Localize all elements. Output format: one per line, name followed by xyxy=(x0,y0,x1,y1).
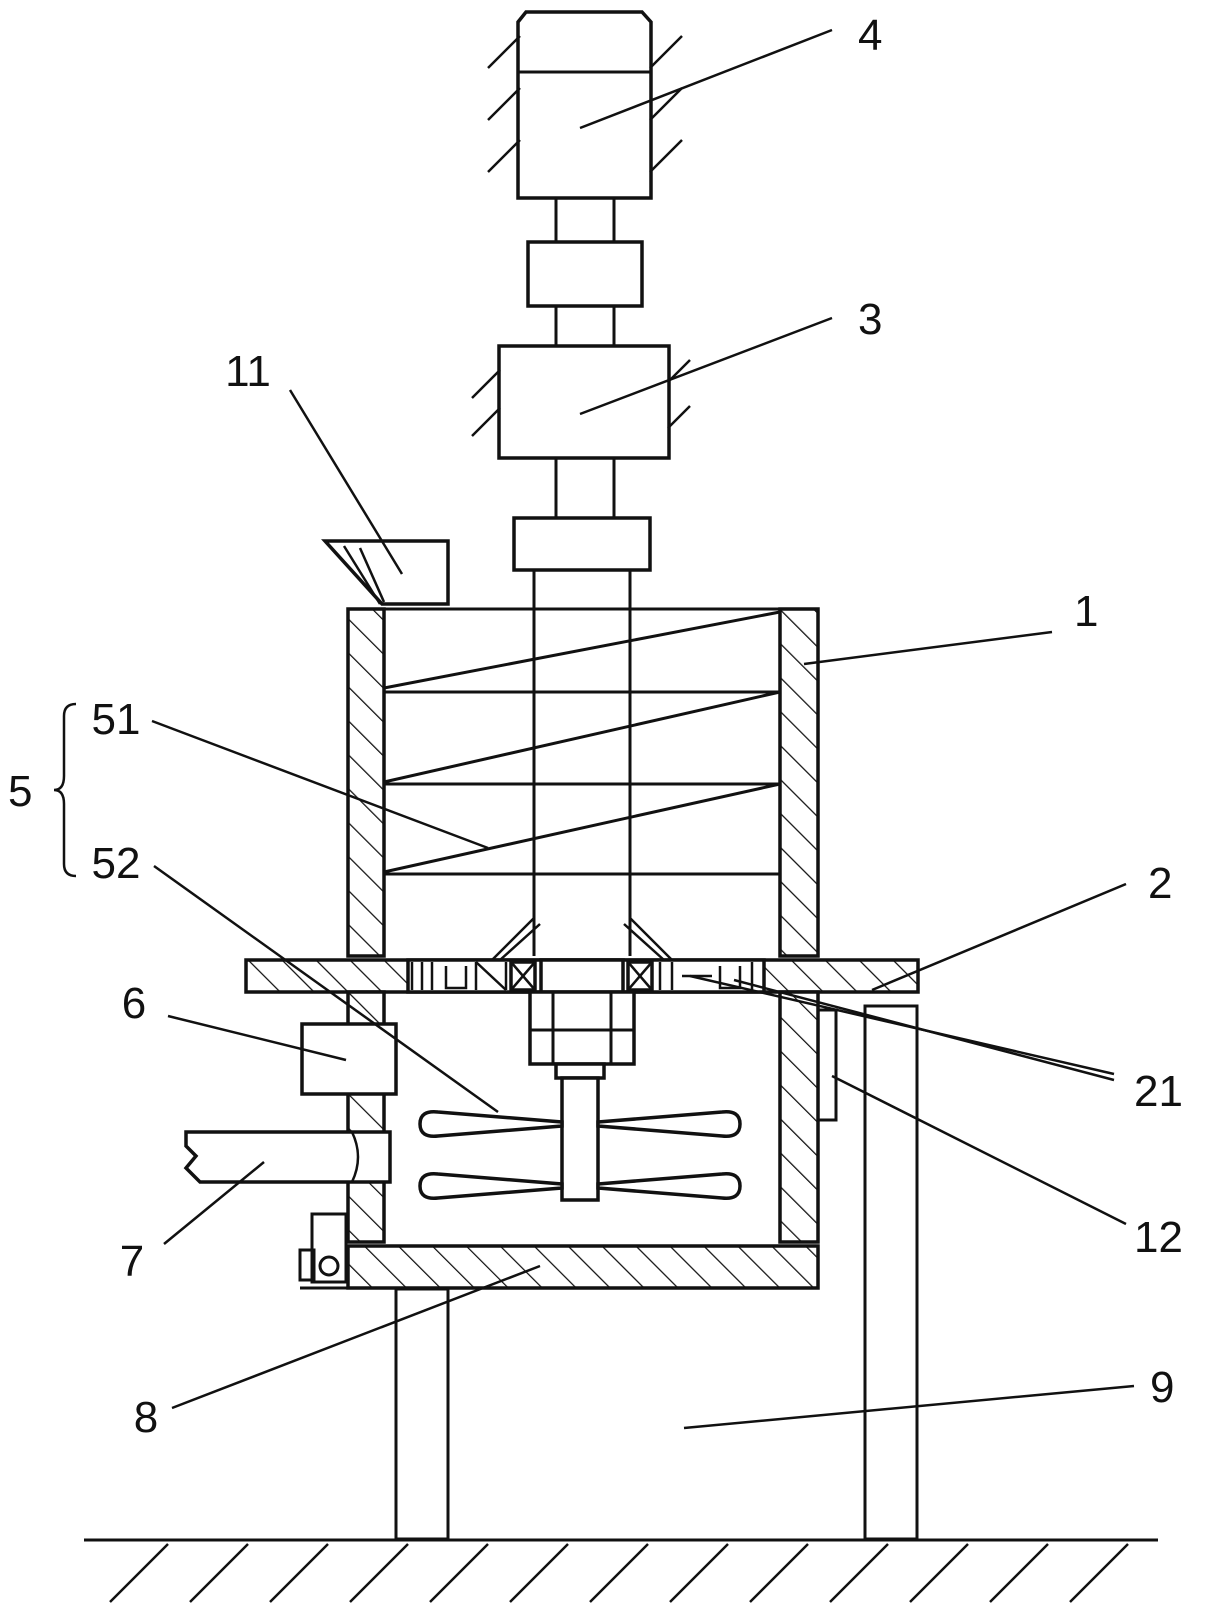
bottom-latch xyxy=(298,1212,348,1284)
stirring-shaft xyxy=(491,570,673,961)
motor xyxy=(487,10,683,200)
label-part-12: 12 xyxy=(1134,1213,1183,1262)
motor-mount-hatch xyxy=(487,35,683,173)
screw-blades xyxy=(383,610,781,876)
base-plate xyxy=(300,1244,820,1290)
label-motor: 4 xyxy=(858,11,882,60)
shaft-middle xyxy=(512,458,652,572)
ground xyxy=(84,1538,1158,1603)
label-screw-blade: 51 xyxy=(92,695,141,744)
label-stirring-group: 5 xyxy=(8,767,32,816)
pipe xyxy=(183,1130,392,1184)
shaft-upper xyxy=(526,198,644,346)
label-pipe: 7 xyxy=(120,1237,144,1286)
label-reducer: 3 xyxy=(858,295,882,344)
leader-lines xyxy=(151,28,1135,1430)
partition-plate xyxy=(244,958,920,994)
part-12 xyxy=(816,1008,838,1122)
paddles xyxy=(418,1110,742,1200)
label-parts-21: 21 xyxy=(1134,1067,1183,1116)
callout-labels: 4 3 11 1 5 51 52 2 6 21 7 12 8 9 xyxy=(8,11,1183,1442)
lower-shaft xyxy=(528,990,636,1202)
label-paddle: 52 xyxy=(92,839,141,888)
unit-6 xyxy=(300,1022,398,1096)
feed-hopper xyxy=(321,539,450,606)
label-stand: 9 xyxy=(1150,1363,1174,1412)
label-barrel: 1 xyxy=(1074,587,1098,636)
parts-21-glyphs xyxy=(410,961,754,991)
label-unit-6: 6 xyxy=(122,979,146,1028)
barrel xyxy=(346,607,820,958)
reducer xyxy=(471,344,691,460)
label-partition-plate: 2 xyxy=(1148,859,1172,908)
label-feed-hopper: 11 xyxy=(225,347,271,396)
group-5-brace xyxy=(53,702,77,878)
label-base-plate: 8 xyxy=(134,1393,158,1442)
